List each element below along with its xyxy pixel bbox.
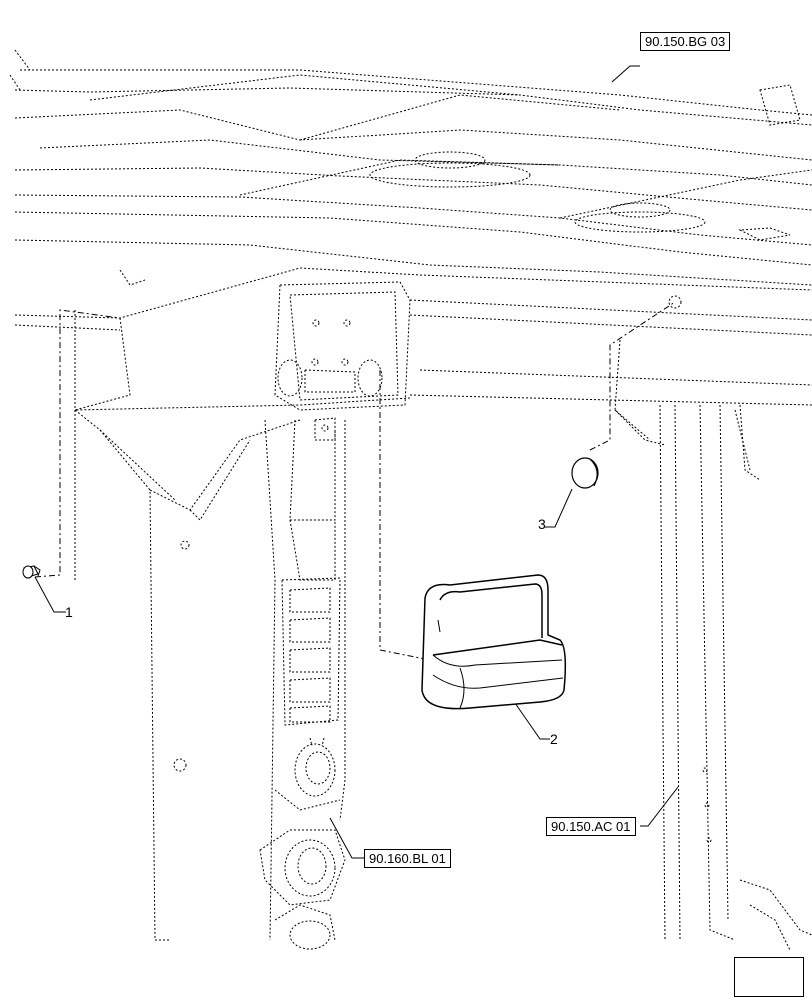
dash-dot-guide-lines bbox=[34, 301, 676, 661]
next-page-button[interactable] bbox=[734, 957, 804, 997]
callout-item-3: 3 bbox=[538, 516, 546, 532]
storage-tray-part bbox=[421, 574, 567, 710]
reference-label-90-150-ac-01[interactable]: 90.150.AC 01 bbox=[546, 817, 636, 836]
screw-part bbox=[22, 565, 41, 579]
callout-item-2: 2 bbox=[550, 731, 558, 747]
reference-label-90-150-bg-03[interactable]: 90.150.BG 03 bbox=[640, 32, 731, 51]
callout-item-1: 1 bbox=[65, 604, 73, 620]
cab-structure bbox=[9, 49, 812, 951]
plug-part bbox=[571, 457, 599, 489]
leader-lines bbox=[34, 65, 679, 859]
reference-label-90-160-bl-01[interactable]: 90.160.BL 01 bbox=[364, 849, 451, 868]
